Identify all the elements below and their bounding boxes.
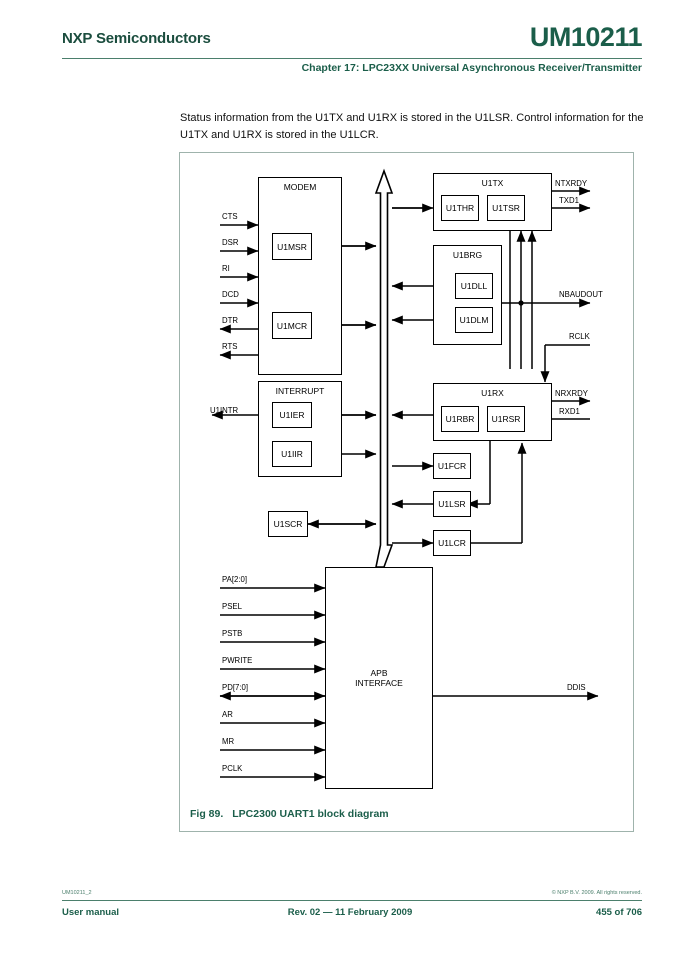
footer-page-number: 455 of 706	[596, 907, 642, 918]
apb-interface-block: APB INTERFACE	[325, 567, 433, 789]
signal-label-rclk: RCLK	[569, 332, 590, 341]
register-u1msr-label: U1MSR	[277, 241, 307, 252]
footer-revision: Rev. 02 — 11 February 2009	[287, 907, 413, 918]
signal-label-u1intr: U1INTR	[210, 406, 239, 415]
apb-interface-label-line1: APB	[370, 668, 388, 678]
register-u1ier-label: U1IER	[279, 410, 305, 420]
footer-copyright: © NXP B.V. 2009. All rights reserved.	[551, 890, 642, 896]
register-u1mcr-label: U1MCR	[276, 320, 308, 331]
footer-divider	[62, 900, 642, 901]
register-u1lcr-label: U1LCR	[438, 538, 466, 548]
figure-caption: Fig 89. LPC2300 UART1 block diagram	[190, 808, 389, 820]
register-u1msr: U1MSR	[272, 233, 312, 260]
footer-document-id: UM10211_2	[62, 890, 92, 896]
register-u1rsr-label: U1RSR	[491, 414, 521, 424]
figure-caption-number: Fig 89.	[190, 808, 224, 820]
register-u1thr-label: U1THR	[445, 203, 475, 213]
modem-group: MODEM	[258, 177, 342, 375]
signal-label-ar: AR	[222, 710, 233, 719]
register-u1rsr: U1RSR	[487, 406, 525, 432]
register-u1rbr-label: U1RBR	[445, 414, 475, 424]
figure-caption-text: LPC2300 UART1 block diagram	[232, 808, 389, 820]
page-footer: UM10211_2 © NXP B.V. 2009. All rights re…	[0, 890, 700, 960]
register-u1dll: U1DLL	[455, 273, 493, 299]
register-u1rbr: U1RBR	[441, 406, 479, 432]
register-u1thr: U1THR	[441, 195, 479, 221]
signal-label-ddis: DDIS	[567, 683, 586, 692]
signal-label-rts: RTS	[222, 342, 238, 351]
signal-label-pwrite: PWRITE	[222, 656, 253, 665]
signal-label-psel: PSEL	[222, 602, 242, 611]
signal-label-pclk: PCLK	[222, 764, 243, 773]
signal-label-nbaudout: NBAUDOUT	[559, 290, 603, 299]
signal-label-dsr: DSR	[222, 238, 239, 247]
signal-label-nrxrdy: NRXRDY	[555, 389, 588, 398]
signal-label-txd1: TXD1	[559, 196, 579, 205]
register-u1scr-label: U1SCR	[273, 519, 303, 529]
figure-frame: MODEM U1MSR U1MCR CTS DSR RI DCD DTR RTS…	[179, 152, 634, 832]
register-u1ier: U1IER	[272, 402, 312, 428]
register-u1dlm: U1DLM	[455, 307, 493, 333]
company-name: NXP Semiconductors	[62, 30, 211, 47]
register-u1lsr-label: U1LSR	[438, 499, 466, 509]
uart1-block-diagram: MODEM U1MSR U1MCR CTS DSR RI DCD DTR RTS…	[180, 153, 635, 803]
signal-label-dcd: DCD	[222, 290, 239, 299]
register-u1iir-label: U1IIR	[281, 449, 303, 459]
signal-label-pstb: PSTB	[222, 629, 243, 638]
intro-paragraph: Status information from the U1TX and U1R…	[180, 112, 644, 141]
signal-label-dtr: DTR	[222, 316, 239, 325]
signal-label-pa: PA[2:0]	[222, 575, 247, 584]
register-u1dll-label: U1DLL	[460, 281, 488, 291]
register-u1tsr: U1TSR	[487, 195, 525, 221]
signal-label-cts: CTS	[222, 212, 238, 221]
document-number: UM10211	[529, 22, 643, 52]
footer-manual-label: User manual	[62, 907, 120, 918]
modem-group-title: MODEM	[283, 182, 317, 192]
register-u1mcr: U1MCR	[272, 312, 312, 339]
apb-bus-arrow	[374, 168, 394, 568]
chapter-title: Chapter 17: LPC23XX Universal Asynchrono…	[301, 62, 642, 74]
register-u1fcr-label: U1FCR	[437, 461, 467, 471]
signal-label-rxd1: RXD1	[559, 407, 580, 416]
signal-label-ntxrdy: NTXRDY	[555, 179, 588, 188]
register-u1dlm-label: U1DLM	[459, 315, 489, 325]
register-u1fcr: U1FCR	[433, 453, 471, 479]
u1brg-group-title: U1BRG	[452, 250, 483, 260]
register-u1lsr: U1LSR	[433, 491, 471, 517]
register-u1tsr-label: U1TSR	[492, 203, 520, 213]
u1tx-group-title: U1TX	[481, 178, 504, 188]
register-u1lcr: U1LCR	[433, 530, 471, 556]
register-u1scr: U1SCR	[268, 511, 308, 537]
nbaudout-junction-dot	[518, 300, 524, 306]
page-header: NXP Semiconductors UM10211 Chapter 17: L…	[0, 0, 700, 92]
signal-label-mr: MR	[222, 737, 235, 746]
u1rx-group-title: U1RX	[481, 388, 504, 398]
signal-label-pd: PD[7:0]	[222, 683, 249, 692]
interrupt-group-title: INTERRUPT	[275, 386, 325, 396]
signal-label-ri: RI	[222, 264, 230, 273]
header-divider	[62, 58, 642, 59]
apb-interface-label-line2: INTERFACE	[355, 678, 403, 688]
register-u1iir: U1IIR	[272, 441, 312, 467]
